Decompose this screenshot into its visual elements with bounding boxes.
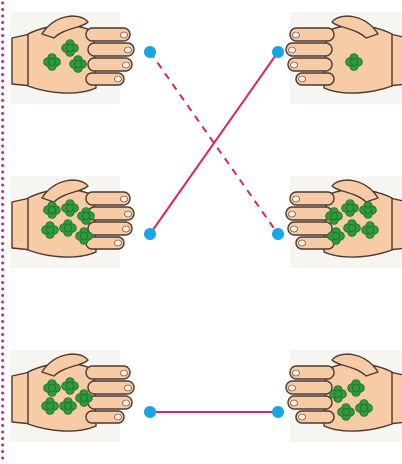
border-dot <box>1 105 5 109</box>
border-dot <box>1 456 5 460</box>
connection-lines <box>149 51 279 413</box>
border-dot <box>1 300 5 304</box>
border-dot <box>1 235 5 239</box>
border-dot <box>1 138 5 141</box>
right-hand-2 <box>285 179 402 258</box>
border-dot <box>1 34 5 37</box>
border-dot <box>1 157 5 161</box>
border-dot <box>1 443 5 447</box>
border-dot <box>1 222 5 226</box>
border-dot <box>1 326 5 330</box>
border-dot <box>1 21 5 24</box>
border-dot <box>1 229 5 232</box>
border-dot <box>1 177 5 180</box>
border-dot <box>1 73 5 76</box>
border-dot <box>1 118 5 122</box>
border-dot <box>1 131 5 135</box>
connector-dots <box>144 46 284 418</box>
left-hand-3 <box>11 353 135 432</box>
border-dot <box>1 242 5 245</box>
border-dot <box>1 47 5 50</box>
border-dot <box>1 274 5 278</box>
border-dot <box>1 287 5 291</box>
right-hand-3 <box>285 353 402 432</box>
border-dot <box>1 209 5 213</box>
border-dot <box>1 398 5 401</box>
border-dot <box>1 417 5 421</box>
border-dot <box>1 255 5 258</box>
border-dot <box>1 144 5 148</box>
right-connector-dot[interactable] <box>272 228 284 240</box>
border-dot <box>1 261 5 265</box>
border-dot <box>1 248 5 252</box>
left-connector-dot[interactable] <box>144 46 156 58</box>
border-dot <box>1 385 5 388</box>
left-connector-dot[interactable] <box>144 406 156 418</box>
border-dot <box>1 294 5 297</box>
border-dot <box>1 151 5 154</box>
hand-pictures <box>11 15 402 432</box>
border-dot <box>1 14 5 18</box>
border-dot <box>1 60 5 63</box>
border-dot <box>1 99 5 102</box>
right-connector-dot[interactable] <box>272 406 284 418</box>
connection-line-solid <box>149 51 279 235</box>
right-hand-1 <box>285 15 402 94</box>
left-hand-1 <box>11 15 135 94</box>
border-dot <box>1 320 5 323</box>
border-dot <box>1 359 5 362</box>
border-dot <box>1 164 5 167</box>
border-dot <box>1 216 5 219</box>
border-dot <box>1 79 5 83</box>
right-connector-dot[interactable] <box>272 46 284 58</box>
border-dot <box>1 8 5 11</box>
border-dot <box>1 66 5 70</box>
border-dot <box>1 40 5 44</box>
border-dot <box>1 1 5 5</box>
border-dot <box>1 125 5 128</box>
border-dot <box>1 411 5 414</box>
border-dot <box>1 92 5 96</box>
border-dot <box>1 404 5 408</box>
border-dot <box>1 437 5 440</box>
left-connector-dot[interactable] <box>144 228 156 240</box>
border-dot <box>1 268 5 271</box>
border-dot <box>1 86 5 89</box>
border-dot <box>1 339 5 343</box>
border-dot <box>1 346 5 349</box>
dotted-border <box>1 1 5 460</box>
border-dot <box>1 307 5 310</box>
border-dot <box>1 365 5 369</box>
border-dot <box>1 183 5 187</box>
border-dot <box>1 281 5 284</box>
border-dot <box>1 352 5 356</box>
connection-line-dashed <box>149 51 279 235</box>
border-dot <box>1 333 5 336</box>
border-dot <box>1 53 5 57</box>
border-dot <box>1 450 5 453</box>
border-dot <box>1 203 5 206</box>
border-dot <box>1 190 5 193</box>
left-hand-2 <box>11 179 135 258</box>
border-dot <box>1 424 5 427</box>
border-dot <box>1 378 5 382</box>
border-dot <box>1 391 5 395</box>
border-dot <box>1 196 5 200</box>
border-dot <box>1 112 5 115</box>
border-dot <box>1 313 5 317</box>
border-dot <box>1 27 5 31</box>
border-dot <box>1 372 5 375</box>
border-dot <box>1 430 5 434</box>
border-dot <box>1 170 5 174</box>
